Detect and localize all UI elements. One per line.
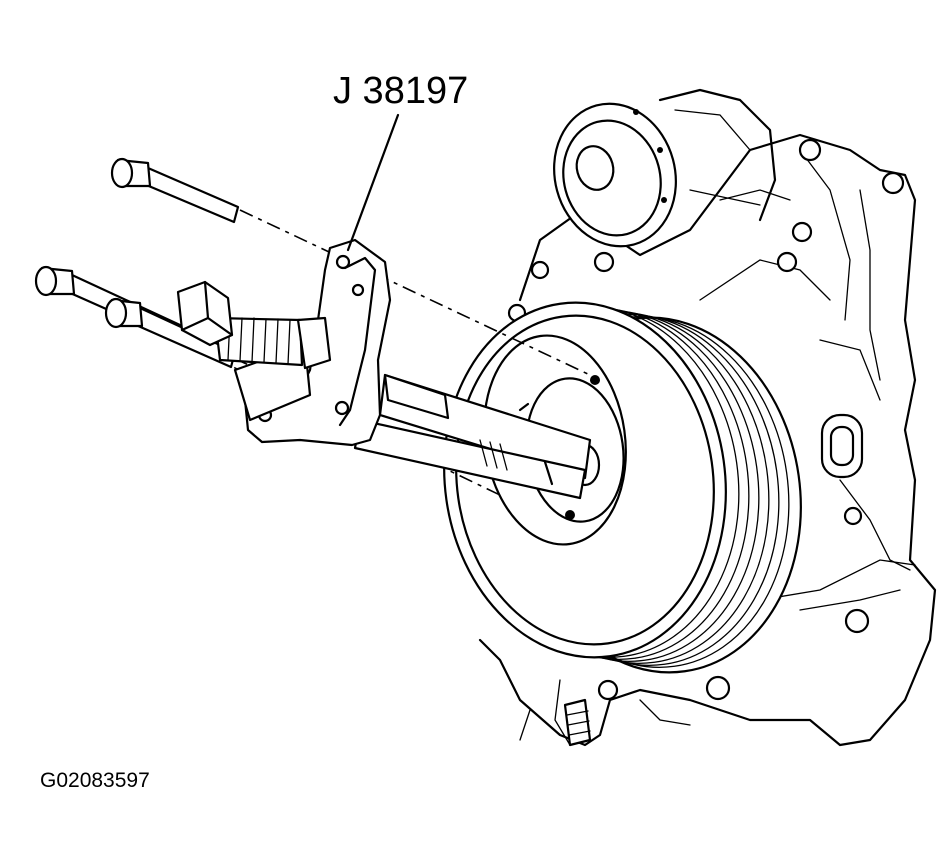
installer-tool (176, 238, 592, 500)
callout-leader-line (346, 113, 400, 252)
engine-front-cover (478, 133, 937, 747)
tool-callout-label: J 38197 (333, 70, 469, 112)
figure-id-label: G02083597 (40, 769, 150, 792)
mounting-bolt-top (110, 157, 240, 224)
crankshaft-balancer (443, 301, 802, 674)
water-pump (553, 88, 777, 248)
